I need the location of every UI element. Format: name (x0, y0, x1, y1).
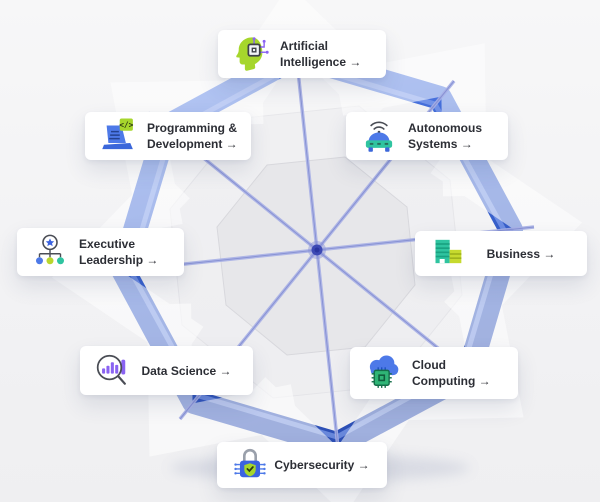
card-label-line2: Leadership → (79, 253, 159, 267)
card-cybersecurity[interactable]: Cybersecurity → (217, 442, 387, 488)
card-executive-leadership[interactable]: Executive Leadership → (17, 228, 184, 276)
card-label: Programming & Development → (147, 120, 238, 152)
card-label-line1: Programming & (147, 121, 238, 135)
card-label-line1: Artificial (280, 39, 329, 53)
card-label-line2: Development → (147, 137, 238, 151)
card-label: Cloud Computing → (412, 357, 491, 389)
card-label-line2: Systems → (408, 137, 473, 151)
chevron-top-left (110, 80, 264, 233)
buildings-icon (425, 234, 471, 274)
org-chart-icon (27, 231, 73, 273)
ai-head-chip-icon (228, 33, 274, 75)
card-label-line1: Business → (486, 246, 556, 261)
card-label: Executive Leadership → (79, 236, 158, 268)
card-label: Data Science → (141, 363, 239, 379)
cloud-chip-icon (360, 352, 406, 394)
card-label-line2: Computing → (412, 374, 491, 388)
card-artificial-intelligence[interactable]: Artificial Intelligence → (218, 30, 386, 78)
card-business[interactable]: Business → (415, 231, 587, 276)
card-label-line1: Autonomous (408, 121, 482, 135)
card-autonomous-systems[interactable]: Autonomous Systems → (346, 112, 508, 160)
card-label: Cybersecurity → (274, 457, 377, 473)
card-cloud-computing[interactable]: Cloud Computing → (350, 347, 518, 399)
card-label-line1: Cloud (412, 358, 446, 372)
card-label-line1: Executive (79, 237, 136, 251)
card-label-line1: Cybersecurity → (274, 458, 370, 472)
card-label: Business → (487, 246, 564, 262)
card-label: Artificial Intelligence → (280, 38, 361, 70)
card-data-science[interactable]: Data Science → (80, 346, 253, 395)
padlock-shield-icon (227, 444, 273, 486)
card-label: Autonomous Systems → (408, 120, 482, 152)
autonomous-car-icon (356, 115, 402, 157)
card-label-line1: Data Science → (141, 363, 232, 378)
laptop-code-icon: </> (95, 115, 141, 157)
card-label-line2: Intelligence → (280, 55, 362, 69)
wheel-hub (308, 241, 326, 259)
card-programming-development[interactable]: </> Programming & Development → (85, 112, 251, 160)
code-tag-glyph: </> (119, 121, 133, 130)
magnifier-bar-chart-icon (90, 350, 136, 392)
